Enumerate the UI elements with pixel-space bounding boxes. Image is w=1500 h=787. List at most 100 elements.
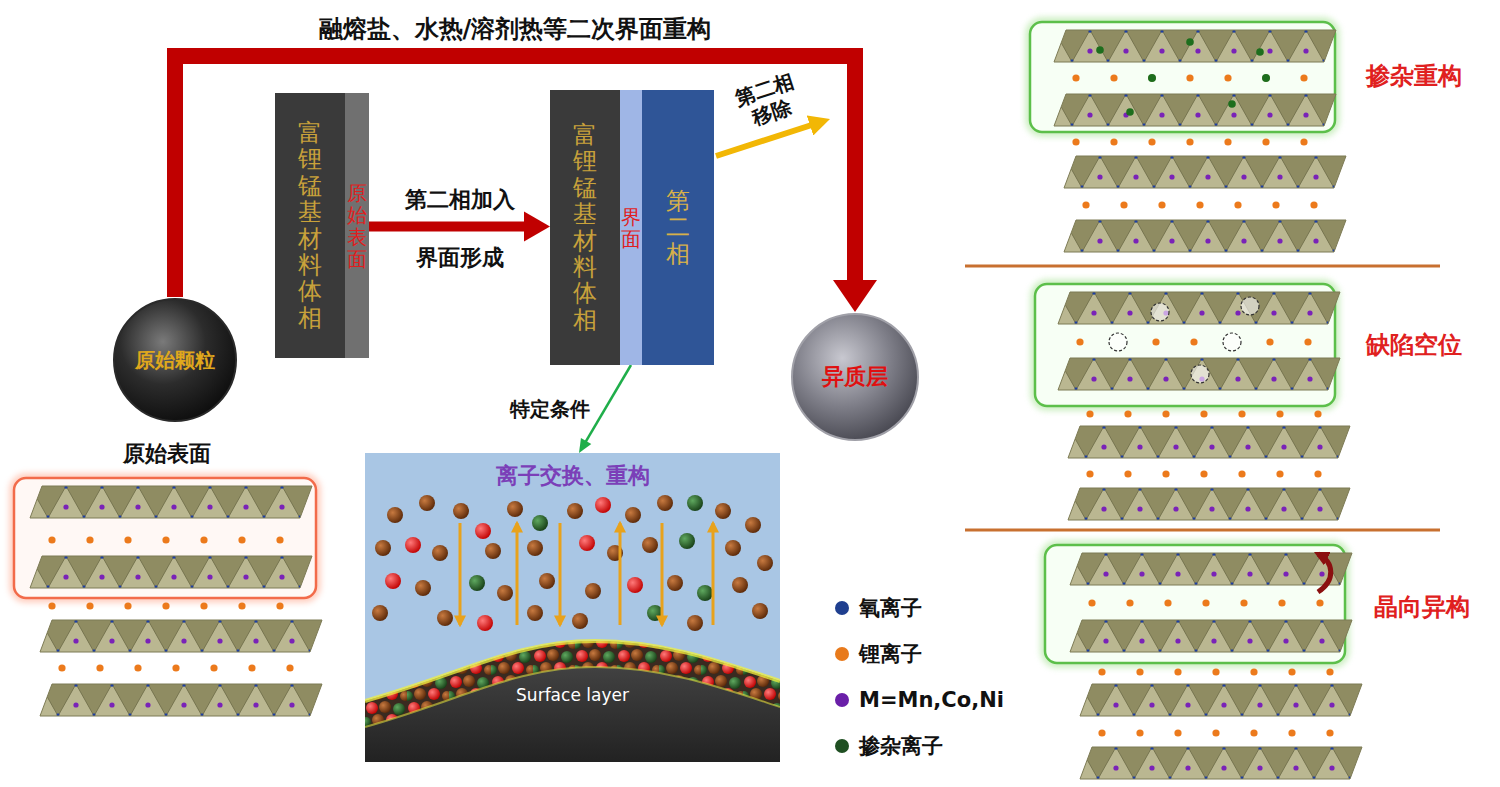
doped-lattice bbox=[1030, 22, 1346, 252]
ion-balls-part bbox=[732, 577, 748, 593]
process-arrow bbox=[369, 212, 550, 242]
ion-balls-part bbox=[437, 610, 453, 626]
node-text: 富锂锰基材料体相 bbox=[573, 122, 597, 333]
doped-lattice-part bbox=[1186, 38, 1194, 46]
removal-label-box: 第二相 移除 bbox=[730, 68, 806, 133]
orientation-lattice bbox=[1045, 545, 1362, 779]
ion-balls-part bbox=[745, 517, 761, 533]
doped-lattice-part bbox=[1082, 201, 1317, 208]
ion-balls-part bbox=[385, 573, 401, 589]
surface-shape-part bbox=[365, 667, 780, 727]
ion-balls-part bbox=[405, 537, 421, 553]
vacancy-lattice-part bbox=[1191, 365, 1209, 383]
ion-balls-part bbox=[679, 533, 695, 549]
process-arrow-line bbox=[369, 222, 532, 232]
orientation-lattice-part bbox=[1098, 668, 1333, 675]
ion-balls-part bbox=[432, 545, 448, 561]
ion-balls-part bbox=[527, 605, 543, 621]
legend-swatch bbox=[835, 739, 849, 753]
ion-balls-part bbox=[715, 503, 731, 519]
pristine-lattice-part bbox=[40, 684, 322, 716]
variant-label: 掺杂重构 bbox=[1352, 62, 1476, 91]
process-arrow-label-box: 第二相加入 bbox=[402, 187, 518, 213]
surface-layer: Surface layer bbox=[365, 623, 780, 762]
process-arrow-head bbox=[524, 212, 550, 242]
ion-balls-part bbox=[475, 523, 491, 539]
legend-swatch bbox=[835, 601, 849, 615]
doped-lattice-part bbox=[1148, 74, 1156, 82]
node-text: 异质层 bbox=[822, 362, 888, 392]
legend-swatch bbox=[835, 693, 849, 707]
ion-balls-part bbox=[375, 540, 391, 556]
orientation-lattice-part bbox=[1070, 553, 1352, 585]
ion-balls-part bbox=[485, 543, 501, 559]
heterolayer-circle: 异质层 bbox=[790, 312, 920, 442]
node-text: 富锂锰基材料体相 bbox=[298, 120, 322, 331]
vacancy-lattice-part bbox=[1190, 338, 1197, 345]
legend-row: 氧离子 bbox=[835, 594, 922, 622]
ion-balls-part bbox=[527, 540, 543, 556]
vacancy-lattice-part bbox=[1151, 303, 1169, 321]
vacancy-lattice-part bbox=[1058, 358, 1340, 390]
ion-balls-part bbox=[477, 615, 493, 631]
vacancy-lattice-part bbox=[1266, 338, 1273, 345]
orientation-lattice-part bbox=[1080, 684, 1362, 716]
node-text: 离子交换、重构 bbox=[496, 461, 650, 491]
vacancy-lattice bbox=[1035, 284, 1350, 520]
doped-lattice-part bbox=[1126, 108, 1134, 116]
pristine-lattice-part bbox=[30, 556, 312, 588]
ion-balls-part bbox=[697, 585, 713, 601]
vacancy-lattice-part bbox=[1068, 488, 1350, 520]
exchange-arrows-part bbox=[459, 523, 462, 625]
rotation-arrow bbox=[1318, 554, 1331, 592]
ion-balls-part bbox=[572, 613, 588, 629]
ion-balls-part bbox=[453, 503, 469, 519]
node-text: Surface layer bbox=[516, 685, 629, 705]
step-label-box: 界面形成 bbox=[400, 245, 520, 271]
doped-lattice-part bbox=[1064, 220, 1346, 252]
ion-exchange-panel: 离子交换、重构 Surface layer bbox=[365, 453, 780, 762]
ion-balls-part bbox=[687, 495, 703, 511]
variant-label: 缺陷空位 bbox=[1352, 331, 1476, 360]
variant-label-box: 掺杂重构 bbox=[1352, 62, 1476, 91]
variant-label: 晶向异构 bbox=[1360, 593, 1484, 622]
bulk-phase-box: 富锂锰基材料体相 bbox=[550, 90, 620, 365]
surface-shape-part bbox=[365, 641, 780, 762]
pristine-lattice-part bbox=[58, 664, 293, 671]
condition-arrow-label-box: 特定条件 bbox=[507, 397, 593, 421]
legend-row: 掺杂离子 bbox=[835, 732, 943, 760]
vacancy-lattice-part bbox=[1068, 426, 1350, 458]
orientation-lattice-part bbox=[1098, 729, 1333, 736]
ion-balls-part bbox=[642, 537, 658, 553]
exchange-arrows-part bbox=[516, 523, 519, 625]
reconstruction-arrow-label-box: 融熔盐、水热/溶剂热等二次界面重构 bbox=[316, 15, 715, 44]
pristine-lattice-part bbox=[14, 478, 316, 598]
removal-arrow bbox=[716, 121, 824, 156]
orientation-lattice-part bbox=[1080, 747, 1362, 779]
node-text: 原始颗粒 bbox=[135, 347, 215, 374]
ion-balls-part bbox=[532, 515, 548, 531]
doped-lattice-part bbox=[1030, 22, 1335, 132]
ion-balls-part bbox=[625, 507, 641, 523]
legend-text: 氧离子 bbox=[859, 594, 922, 622]
variant-label-box: 晶向异构 bbox=[1360, 593, 1484, 622]
legend-row: M=Mn,Co,Ni bbox=[835, 686, 1004, 714]
exchange-arrows bbox=[460, 523, 713, 625]
legend-text: 掺杂离子 bbox=[859, 732, 943, 760]
node-text: 原始表面 bbox=[347, 182, 367, 270]
ion-balls-part bbox=[657, 495, 673, 511]
vacancy-lattice-part bbox=[1304, 338, 1311, 345]
orientation-lattice-part bbox=[1070, 620, 1352, 652]
reconstruction-arrow-head bbox=[833, 280, 877, 312]
ion-balls-part bbox=[579, 535, 595, 551]
ion-balls-part bbox=[667, 575, 683, 591]
surface-strip: 原始表面 bbox=[345, 93, 369, 358]
separator-line bbox=[965, 529, 1440, 532]
ion-balls-part bbox=[469, 575, 485, 591]
surface-shape-part bbox=[365, 641, 780, 727]
vacancy-lattice-part bbox=[1086, 470, 1321, 477]
legend-text: M=Mn,Co,Ni bbox=[859, 688, 1004, 712]
legend-row: 锂离子 bbox=[835, 640, 922, 668]
legend-swatch bbox=[835, 647, 849, 661]
exchange-arrows-part bbox=[712, 523, 715, 625]
